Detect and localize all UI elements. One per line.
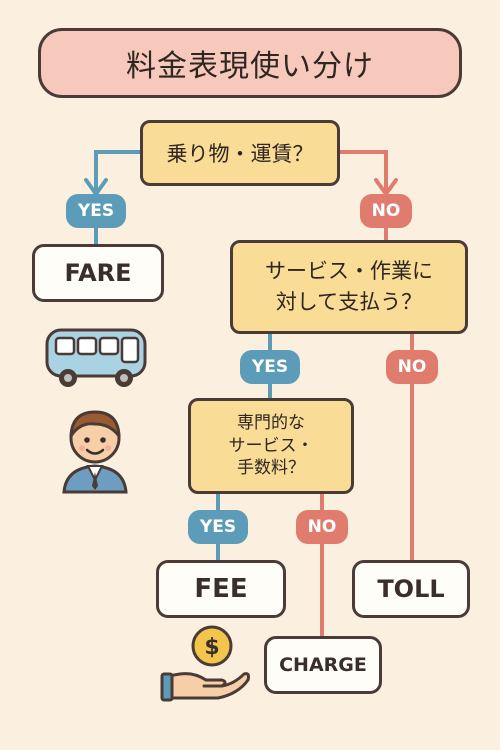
person-icon	[58, 402, 132, 494]
no-badge-q2: NO	[386, 350, 438, 384]
question-service-payment-line1: サービス・作業に	[265, 258, 433, 283]
yes-badge-q2: YES	[240, 350, 300, 384]
question-vehicle-fare: 乗り物・運賃？	[140, 120, 340, 186]
question-professional-fee-line3: 手数料？	[237, 458, 305, 479]
yes-badge-q3: YES	[188, 510, 248, 544]
no-badge-q3: NO	[296, 510, 348, 544]
yes-badge-q1: YES	[66, 194, 126, 228]
question-professional-fee-line1: 専門的な	[237, 412, 305, 433]
money-hand-icon: $	[160, 624, 250, 704]
question-vehicle-fare-text: 乗り物・運賃？	[166, 142, 314, 166]
result-charge: CHARGE	[264, 636, 382, 694]
result-fare: FARE	[32, 244, 164, 302]
connector-q1-yes	[94, 150, 142, 194]
question-service-payment: サービス・作業に 対して支払う？	[230, 240, 468, 334]
result-toll: TOLL	[352, 560, 470, 618]
question-professional-fee: 専門的な サービス・ 手数料？	[188, 398, 354, 494]
diagram-title: 料金表現使い分け	[38, 28, 462, 98]
result-fee: FEE	[156, 560, 286, 618]
question-professional-fee-line2: サービス・	[228, 435, 314, 456]
question-service-payment-line2: 対して支払う？	[275, 290, 423, 314]
connector-q1-no	[338, 150, 388, 194]
dollar-sign: $	[204, 635, 219, 660]
no-badge-q1: NO	[360, 194, 412, 228]
bus-icon	[44, 326, 148, 390]
